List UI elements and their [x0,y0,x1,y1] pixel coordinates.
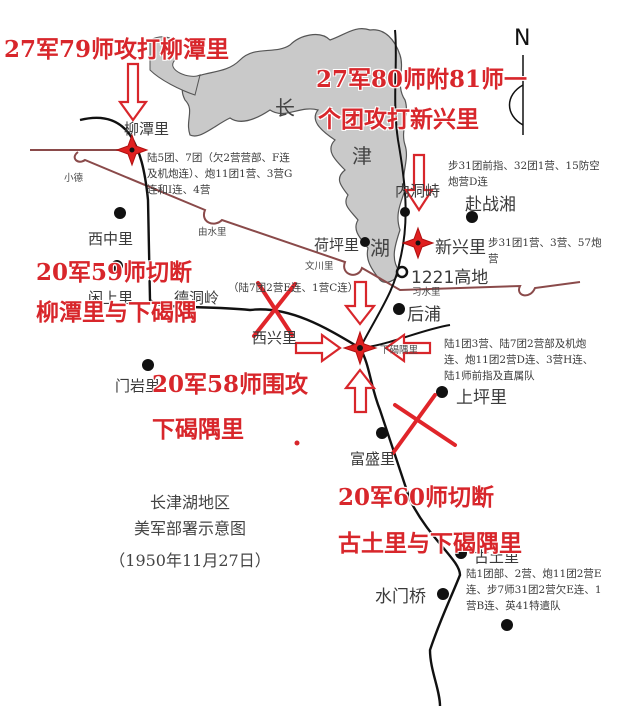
map-title-line2: 美军部署示意图 [133,519,246,538]
arrow-right-xiajieyuli [294,332,342,364]
map-title-block: 长津湖地区 美军部署示意图 （1950年11月27日） [95,490,285,574]
annotation-27army-79div: 27军79师攻打柳潭里 [4,36,230,63]
map-title-line1: 长津湖地区 [149,493,230,512]
place-xinxingli: 新兴里 [435,238,486,258]
place-xizhongli: 西中里 [88,230,134,248]
place-1221-hill: 1221高地 [411,268,489,288]
place-shangpingli: 上坪里 [456,388,507,408]
annotation-20army-59div-line2: 柳潭里与下碣隅 [36,299,197,326]
place-xiajieyuli: 下碣隅里 [380,345,419,356]
annotation-20army-59div-line1: 20军59师切断 [36,259,193,286]
place-fushengli: 富盛里 [350,450,396,468]
lake-arm [149,36,201,96]
place-dedongling: 德洞岭 [174,289,220,307]
map-title-date: （1950年11月27日） [109,551,271,570]
compass-curve [508,84,524,126]
annotation-20army-60div-line2: 古土里与下碣隅里 [338,530,522,557]
place-hepingli: 荷坪里 [314,236,360,254]
place-liutanli: 柳潭里 [124,120,170,138]
annotation-20army-58div-line1: 20军58师围攻 [152,371,309,398]
place-wenchuanli: 文川里 [305,261,334,272]
place-shuiyuli: 习水里 [412,287,441,298]
units-xinxingli: 步31团1营、3营、57炮营 [488,237,602,265]
place-neidongshi: 内洞峙 [395,182,441,200]
lake-char-3: 湖 [370,236,390,260]
place-youshuili: 由水里 [198,227,227,238]
cut-mark-south-b [391,393,437,455]
place-fuzhanxiang: 赴战湘 [465,195,516,215]
river-line [79,116,462,706]
units-xiajieyuli: 陆1团3营、陆7团2营部及机炮连、炮11团2营D连、3营H连、陆1师前指及直属队 [444,338,594,382]
arrow-down-xiajieyuli [343,280,377,326]
place-houpu: 后浦 [407,305,441,325]
units-neidongshi: 步31团前指、32团1营、15防空炮营D连 [448,160,600,188]
hill-1221-marker [395,265,409,279]
annotation-27army-80div-line1: 27军80师附81师一 [316,66,528,93]
annotation-27army-80div-line2: 个团攻打新兴里 [318,106,479,133]
place-dots [111,207,513,631]
units-liutanli: 陆5团、7团（欠2营营部、F连及机炮连）、炮11团1营、3营G连和I连、4营 [147,152,293,196]
cut-mark-south-a [393,403,457,447]
compass-north-label: N [514,26,531,51]
place-shuimenqiao: 水门桥 [375,587,426,607]
place-menyanli: 门岩里 [115,377,161,395]
lake-shape [181,28,408,283]
lake-char-2: 津 [352,144,372,168]
place-xiaode: 小德 [64,173,84,184]
annotation-20army-60div-line1: 20军60师切断 [338,484,495,511]
road-line [73,151,581,297]
river-north [359,29,407,349]
arrow-down-liutanli [117,62,149,122]
units-dedongling: （陆7团2营E连、1营C连） [228,282,359,294]
arrow-left-xiajieyuli [384,332,432,364]
cut-mark-west-b [252,282,297,338]
place-xixingli: 西兴里 [252,329,298,347]
annotation-20army-58div-line2: 下碣隅里 [152,416,244,443]
units-gutuli: 陆1团部、2营、炮11团2营E连、步7师31团2营欠E连、1营B连、英41特遣队 [466,568,602,612]
arrow-down-xinxingli [403,153,435,213]
place-xianshangli: 闲上里 [88,289,134,307]
lake-char-1: 长 [275,96,295,120]
arrow-up-xiajieyuli [343,368,377,414]
place-gutuli: 古土里 [474,548,520,566]
